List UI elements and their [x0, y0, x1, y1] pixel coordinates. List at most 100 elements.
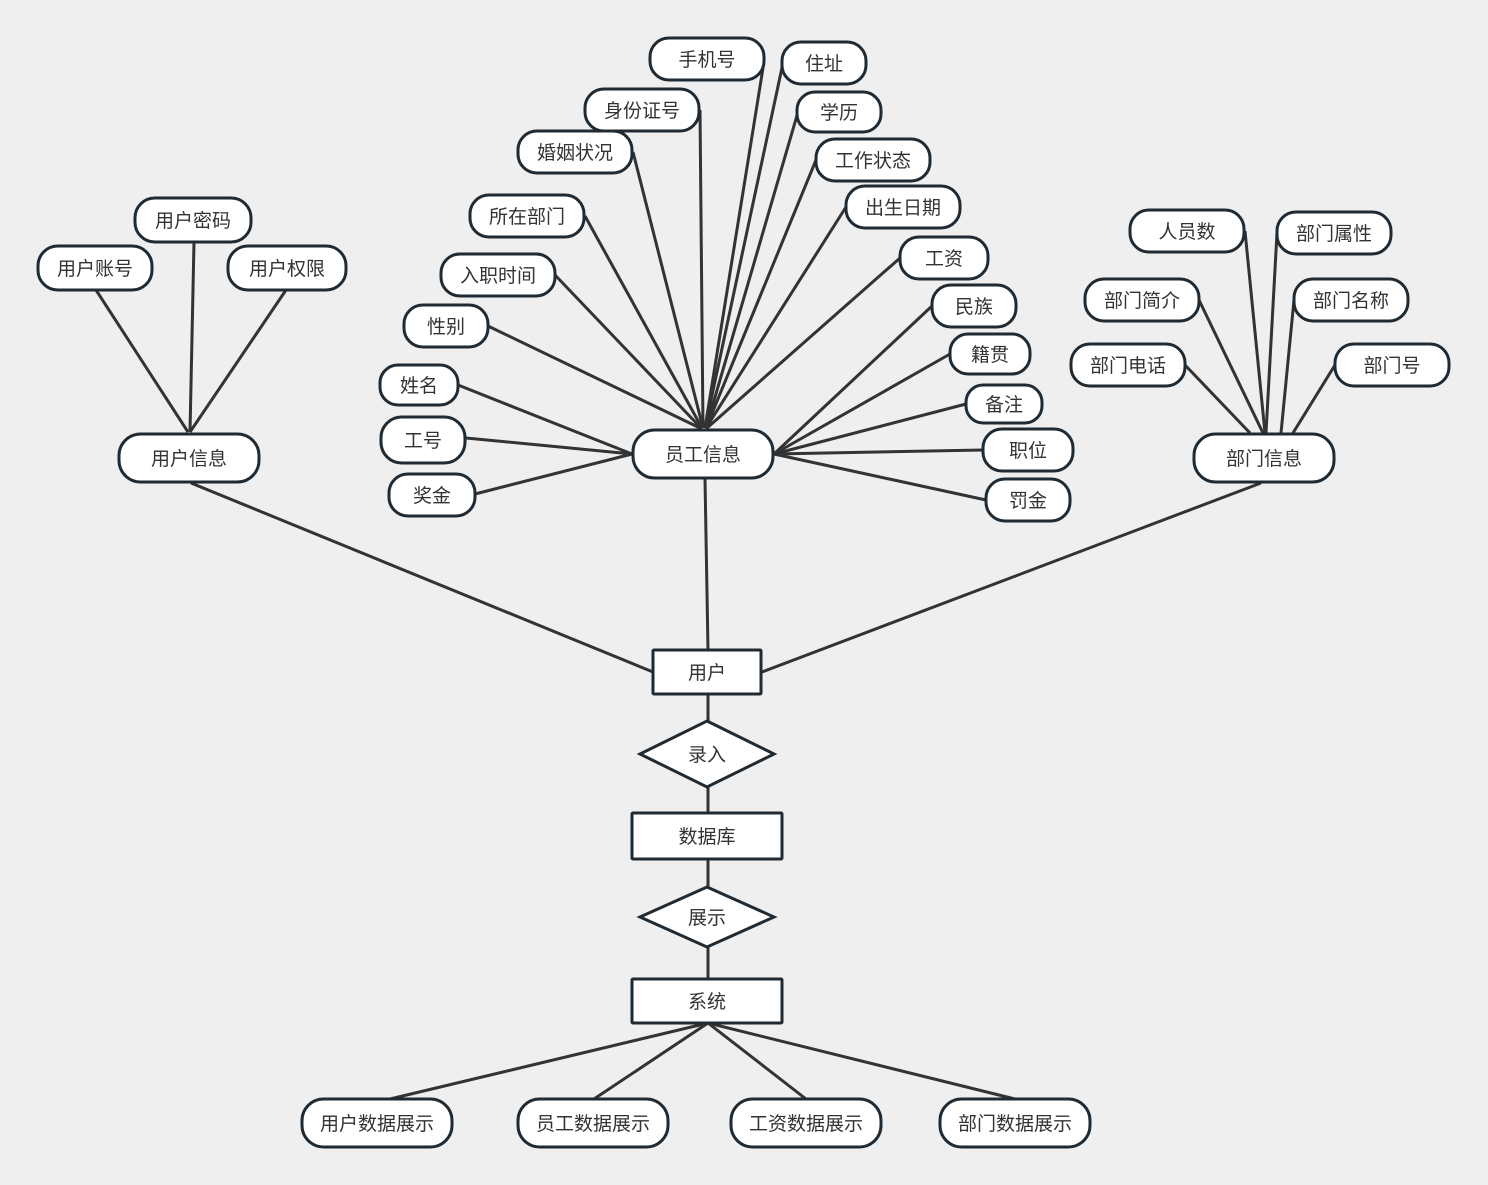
node-display[interactable]: 展示	[636, 885, 778, 949]
edge-hire-date-to-employee-info	[553, 273, 703, 430]
node-department[interactable]: 所在部门	[468, 193, 586, 239]
attribute-pill	[844, 184, 962, 230]
edge-dept-info-to-user	[761, 481, 1262, 674]
edge-dept-name-to-dept-info	[1279, 299, 1296, 434]
attribute-pill	[583, 87, 701, 133]
attribute-pill	[133, 196, 253, 244]
node-phone[interactable]: 手机号	[648, 36, 766, 82]
edge-dept-no-to-dept-info	[1291, 364, 1337, 434]
node-label: 入职时间	[460, 265, 536, 287]
attribute-pill	[300, 1097, 454, 1149]
relationship-diamond	[636, 885, 778, 949]
node-label: 部门名称	[1313, 290, 1389, 312]
node-label: 籍贯	[971, 344, 1009, 366]
node-input[interactable]: 录入	[636, 719, 778, 789]
attribute-pill	[795, 90, 883, 134]
edge-marital-status-to-employee-info	[631, 151, 705, 429]
attribute-pill	[379, 415, 467, 465]
node-dept-info[interactable]: 部门信息	[1192, 432, 1336, 484]
attribute-pill	[631, 428, 775, 480]
attribute-pill	[468, 193, 586, 239]
node-hire-date[interactable]: 入职时间	[439, 252, 557, 298]
attribute-pill	[1275, 210, 1393, 256]
node-position[interactable]: 职位	[981, 427, 1075, 473]
attribute-pill	[1128, 208, 1246, 254]
node-label: 部门信息	[1226, 448, 1302, 470]
attribute-pill	[439, 252, 557, 298]
entity-rect	[630, 977, 784, 1025]
node-user-data-display[interactable]: 用户数据展示	[300, 1097, 454, 1149]
node-native-place[interactable]: 籍贯	[948, 332, 1032, 376]
node-label: 出生日期	[865, 197, 941, 219]
node-employee-no[interactable]: 工号	[379, 415, 467, 465]
node-user[interactable]: 用户	[651, 648, 763, 696]
edge-system-to-dept-data-display	[707, 1021, 1016, 1101]
node-staff-count[interactable]: 人员数	[1128, 208, 1246, 254]
node-dept-no[interactable]: 部门号	[1333, 342, 1451, 388]
attribute-pill	[1333, 342, 1451, 388]
node-label: 录入	[688, 744, 726, 766]
node-dept-name[interactable]: 部门名称	[1292, 277, 1410, 323]
edge-position-to-employee-info	[773, 448, 984, 456]
node-employee-data-display[interactable]: 员工数据展示	[516, 1097, 670, 1149]
node-fine[interactable]: 罚金	[984, 477, 1072, 523]
node-birth-date[interactable]: 出生日期	[844, 184, 962, 230]
node-education[interactable]: 学历	[795, 90, 883, 134]
attribute-pill	[387, 472, 477, 518]
node-system[interactable]: 系统	[630, 977, 784, 1025]
node-remark[interactable]: 备注	[964, 383, 1044, 425]
node-label: 工资	[925, 248, 963, 270]
node-id-number[interactable]: 身份证号	[583, 87, 701, 133]
node-label: 备注	[985, 394, 1023, 416]
attribute-pill	[516, 1097, 670, 1149]
edge-bonus-to-employee-info	[474, 452, 633, 496]
edge-system-to-employee-data-display	[593, 1021, 709, 1101]
node-dept-intro[interactable]: 部门简介	[1083, 277, 1201, 323]
attribute-pill	[117, 432, 261, 484]
edge-department-to-employee-info	[583, 215, 704, 429]
node-bonus[interactable]: 奖金	[387, 472, 477, 518]
edges-layer	[94, 62, 1337, 1101]
attribute-pill	[930, 283, 1018, 329]
attribute-pill	[729, 1097, 883, 1149]
node-label: 部门号	[1363, 355, 1420, 377]
node-ethnicity[interactable]: 民族	[930, 283, 1018, 329]
node-marital-status[interactable]: 婚姻状况	[516, 129, 634, 175]
attribute-pill	[516, 129, 634, 175]
node-dept-phone[interactable]: 部门电话	[1069, 342, 1187, 388]
node-address[interactable]: 住址	[780, 40, 868, 86]
node-dept-attr[interactable]: 部门属性	[1275, 210, 1393, 256]
node-user-info[interactable]: 用户信息	[117, 432, 261, 484]
node-user-account[interactable]: 用户账号	[36, 244, 154, 292]
node-label: 系统	[688, 991, 726, 1013]
edge-user-info-to-user	[190, 481, 654, 674]
node-label: 身份证号	[604, 100, 680, 122]
node-label: 用户信息	[151, 448, 227, 470]
node-label: 住址	[805, 53, 843, 75]
attribute-pill	[648, 36, 766, 82]
node-employee-info[interactable]: 员工信息	[631, 428, 775, 480]
edge-system-to-user-data-display	[389, 1021, 709, 1101]
node-work-status[interactable]: 工作状态	[814, 137, 932, 183]
node-name[interactable]: 姓名	[378, 363, 460, 407]
edge-dept-attr-to-dept-info	[1264, 232, 1279, 434]
node-label: 工资数据展示	[749, 1113, 863, 1135]
node-dept-data-display[interactable]: 部门数据展示	[938, 1097, 1092, 1149]
edge-address-to-employee-info	[703, 62, 785, 429]
node-label: 工号	[404, 430, 442, 452]
attribute-pill	[981, 427, 1075, 473]
node-salary[interactable]: 工资	[898, 235, 990, 281]
node-database[interactable]: 数据库	[630, 811, 784, 861]
edge-gender-to-employee-info	[487, 324, 701, 430]
node-label: 职位	[1009, 440, 1047, 462]
edge-remark-to-employee-info	[773, 402, 967, 456]
node-gender[interactable]: 性别	[402, 303, 490, 349]
node-salary-data-display[interactable]: 工资数据展示	[729, 1097, 883, 1149]
edge-native-place-to-employee-info	[773, 352, 951, 456]
node-user-permission[interactable]: 用户权限	[226, 244, 348, 292]
node-label: 用户账号	[57, 258, 133, 280]
node-user-password[interactable]: 用户密码	[133, 196, 253, 244]
attribute-pill	[36, 244, 154, 292]
